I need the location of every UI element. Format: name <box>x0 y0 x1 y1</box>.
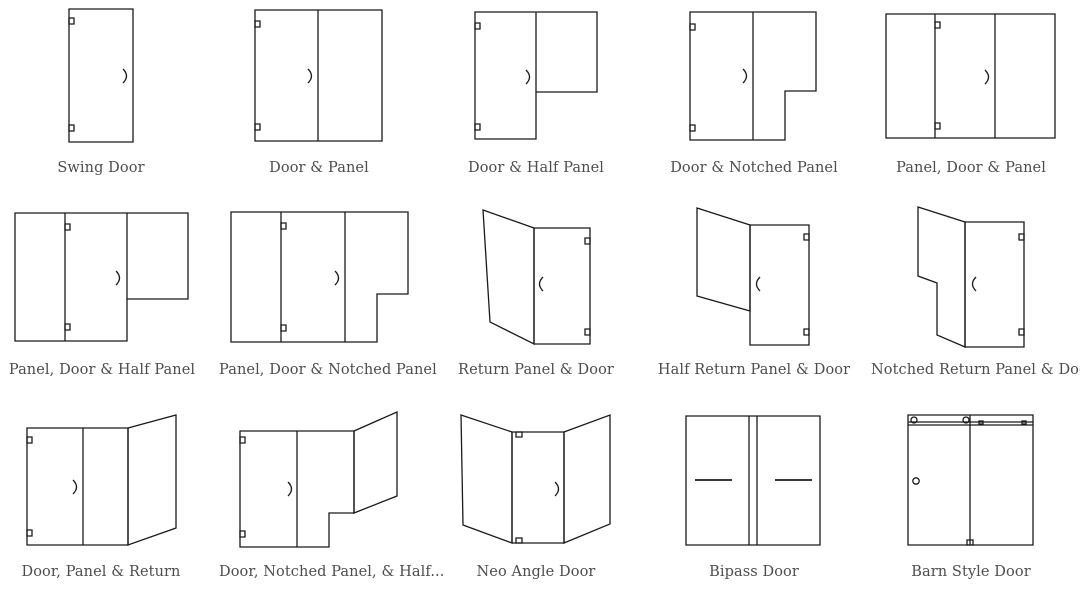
option-label-door-panel-return[interactable]: Door, Panel & Return <box>21 564 181 580</box>
hinge-icon <box>240 531 245 537</box>
option-door-notched-panel-half[interactable] <box>235 405 405 555</box>
handle-icon <box>973 277 977 291</box>
handle-icon <box>335 271 339 285</box>
hinge-icon <box>255 124 260 130</box>
door-outline <box>69 9 133 142</box>
handle-icon <box>555 482 559 496</box>
door-outline <box>886 14 1055 138</box>
option-door-panel[interactable] <box>250 5 390 150</box>
option-half-return-panel-door[interactable] <box>690 205 815 350</box>
handle-icon <box>540 277 544 291</box>
option-panel-door-notched-panel[interactable] <box>225 205 415 345</box>
return-panel <box>354 412 397 513</box>
option-swing-door[interactable] <box>60 5 140 150</box>
door-outline <box>534 228 590 344</box>
option-label-notched-return-panel-door[interactable]: Notched Return Panel & Door <box>871 362 1080 378</box>
handle-icon <box>743 69 747 83</box>
hinge-icon <box>690 125 695 131</box>
option-door-panel-return[interactable] <box>22 410 182 555</box>
hinge-icon <box>935 123 940 129</box>
door-outline <box>965 222 1024 347</box>
option-neo-angle-door[interactable] <box>455 410 615 555</box>
option-label-door-half-panel[interactable]: Door & Half Panel <box>467 160 605 176</box>
stopper-icon <box>1022 421 1026 424</box>
hinge-icon <box>69 125 74 131</box>
handle-icon <box>526 70 530 84</box>
option-label-bipass-door[interactable]: Bipass Door <box>709 564 799 580</box>
option-label-panel-door-half-panel[interactable]: Panel, Door & Half Panel <box>8 362 196 378</box>
hinge-icon <box>281 325 286 331</box>
door-outline <box>690 12 816 140</box>
roller-icon <box>910 416 918 424</box>
handle-icon <box>985 70 989 84</box>
option-label-door-notched-panel[interactable]: Door & Notched Panel <box>670 160 838 176</box>
handle-icon <box>116 271 120 285</box>
hinge-icon <box>1019 329 1024 335</box>
option-notched-return-panel-door[interactable] <box>910 203 1030 350</box>
door-outline <box>750 225 809 345</box>
right-angle-panel <box>564 415 610 543</box>
option-door-notched-panel[interactable] <box>685 5 825 150</box>
handle-icon <box>73 480 77 494</box>
hinge-icon <box>804 234 809 240</box>
option-label-panel-door-panel[interactable]: Panel, Door & Panel <box>896 160 1046 176</box>
door-outline <box>686 416 820 545</box>
option-label-door-panel[interactable]: Door & Panel <box>269 160 369 176</box>
option-label-half-return-panel-door[interactable]: Half Return Panel & Door <box>657 362 851 378</box>
hinge-icon <box>690 24 695 30</box>
floor-guide-icon <box>967 540 973 545</box>
option-bipass-door[interactable] <box>680 410 825 555</box>
hinge-icon <box>804 329 809 335</box>
door-outline <box>231 212 408 342</box>
option-panel-door-half-panel[interactable] <box>10 205 195 345</box>
handle-icon <box>123 69 127 83</box>
option-door-half-panel[interactable] <box>470 5 605 150</box>
hinge-icon <box>935 22 940 28</box>
hinge-icon <box>585 329 590 335</box>
hinge-icon <box>1019 234 1024 240</box>
roller-icon <box>962 416 970 424</box>
option-label-door-notched-panel-half[interactable]: Door, Notched Panel, & Half... <box>219 564 445 580</box>
handle-icon <box>757 277 761 291</box>
hinge-icon <box>65 324 70 330</box>
hinge-icon <box>240 437 245 443</box>
hinge-icon <box>65 224 70 230</box>
hinge-icon <box>516 432 522 437</box>
hinge-icon <box>27 530 32 536</box>
hinge-icon <box>281 223 286 229</box>
option-label-neo-angle-door[interactable]: Neo Angle Door <box>476 564 596 580</box>
hinge-icon <box>69 18 74 24</box>
hinge-icon <box>585 238 590 244</box>
option-label-panel-door-notched-panel[interactable]: Panel, Door & Notched Panel <box>219 362 437 378</box>
option-return-panel-door[interactable] <box>476 205 596 350</box>
hinge-icon <box>475 23 480 29</box>
hinge-icon <box>27 437 32 443</box>
option-barn-style-door[interactable] <box>900 410 1040 555</box>
return-panel <box>128 415 176 545</box>
option-label-return-panel-door[interactable]: Return Panel & Door <box>458 362 614 378</box>
hinge-icon <box>255 21 260 27</box>
stopper-icon <box>979 421 983 424</box>
hinge-icon <box>475 124 480 130</box>
handle-icon <box>288 482 292 496</box>
hinge-icon <box>516 538 522 543</box>
handle-icon <box>308 69 312 83</box>
option-label-barn-style-door[interactable]: Barn Style Door <box>911 564 1031 580</box>
option-label-swing-door[interactable]: Swing Door <box>57 160 145 176</box>
option-panel-door-panel[interactable] <box>880 5 1060 150</box>
knob-icon <box>912 477 920 485</box>
